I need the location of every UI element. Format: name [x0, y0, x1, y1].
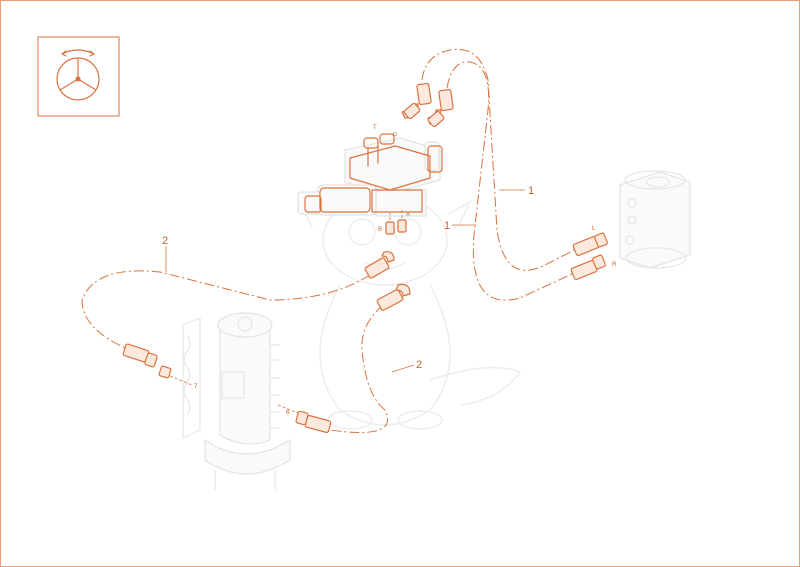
callout-fitting-7: 7: [194, 384, 198, 390]
port-label-a: A: [406, 212, 410, 218]
port-label-l: L: [592, 226, 596, 232]
port-label-t: T: [373, 125, 377, 131]
control-valve-ghost: [297, 137, 441, 217]
adapter-6: [277, 404, 299, 414]
steering-wheel-rotation-icon: [37, 36, 120, 117]
elbow-fitting-a: [376, 283, 411, 311]
elbow-fitting-b: [364, 251, 395, 279]
hose-2-right: [329, 304, 389, 433]
callout-hose-2-left: 2: [162, 235, 168, 247]
steering-unit-ghost: [619, 170, 691, 269]
hose-1-upper: [421, 48, 591, 271]
callout-hose-1-lower: 1: [444, 220, 450, 232]
hose-end-tank-upper: [122, 343, 158, 368]
port-label-p: P: [393, 133, 397, 139]
callout-hose-2-right: 2: [416, 359, 422, 371]
adapter-a: [397, 210, 407, 233]
hose-1-lower: [446, 61, 586, 301]
hose-end-tank-lower: [295, 410, 332, 434]
adapter-b: [385, 212, 395, 235]
adapter-7: [158, 365, 193, 386]
callout-hose-1-upper: 1: [528, 185, 534, 197]
control-valve: [304, 133, 443, 213]
hydraulic-tank-ghost: [182, 312, 291, 490]
elbow-fitting-p: [427, 88, 454, 128]
port-label-b: B: [378, 227, 382, 233]
port-label-r: R: [612, 262, 617, 268]
hose-end-l: [572, 232, 608, 257]
hose-end-r: [570, 254, 606, 281]
callout-fitting-6: 6: [286, 410, 290, 416]
elbow-fitting-t: [401, 82, 432, 120]
dragon-mascot-watermark: [298, 194, 522, 430]
hose-2-left: [81, 270, 371, 351]
